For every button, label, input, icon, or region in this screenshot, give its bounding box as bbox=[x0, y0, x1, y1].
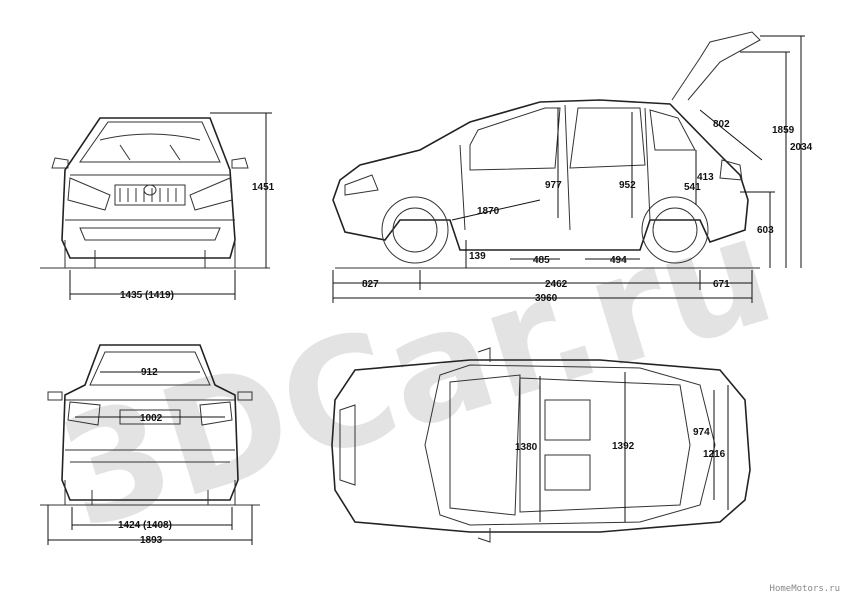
rear-upper-width-label: 912 bbox=[141, 367, 158, 378]
trunk-height-upper-label: 413 bbox=[697, 172, 714, 183]
front-view: 1451 1435 (1419) bbox=[40, 112, 275, 301]
credit-text: HomeMotors.ru bbox=[769, 584, 840, 594]
rear-door-span-label: 494 bbox=[610, 255, 627, 266]
top-view: 1380 1392 974 1216 bbox=[331, 347, 751, 543]
rear-overhang-label: 671 bbox=[713, 279, 730, 290]
boot-opening-label: 802 bbox=[713, 119, 730, 130]
wheelbase-label: 2462 bbox=[545, 279, 568, 290]
overall-length-label: 3960 bbox=[535, 293, 558, 304]
overall-width-label: 1893 bbox=[140, 535, 163, 546]
front-overhang-label: 827 bbox=[362, 279, 379, 290]
trunk-height-lower-label: 541 bbox=[684, 182, 701, 193]
trunk-width-narrow-label: 974 bbox=[693, 427, 710, 438]
rear-view: 912 1002 1424 (1408) 1893 bbox=[40, 344, 260, 546]
height-open-tailgate-label: 2034 bbox=[790, 142, 813, 153]
door-rear-label: 952 bbox=[619, 180, 636, 191]
front-height-label: 1451 bbox=[252, 182, 275, 193]
front-track-label: 1435 (1419) bbox=[120, 290, 174, 301]
trunk-width-wide-label: 1216 bbox=[703, 449, 726, 460]
height-roof-label: 1859 bbox=[772, 125, 795, 136]
rear-interior-width-label: 1392 bbox=[612, 441, 635, 452]
door-front-label: 977 bbox=[545, 180, 562, 191]
rear-track-label: 1424 (1408) bbox=[118, 520, 172, 531]
front-interior-width-label: 1380 bbox=[515, 442, 538, 453]
ground-clearance-label: 139 bbox=[469, 251, 486, 262]
inner-length-label: 1870 bbox=[477, 206, 500, 217]
loading-height-label: 603 bbox=[757, 225, 774, 236]
front-door-span-label: 485 bbox=[533, 255, 550, 266]
side-view: 2034 1859 603 802 413 541 977 952 1870 1… bbox=[332, 31, 813, 304]
rear-lower-width-label: 1002 bbox=[140, 413, 163, 424]
